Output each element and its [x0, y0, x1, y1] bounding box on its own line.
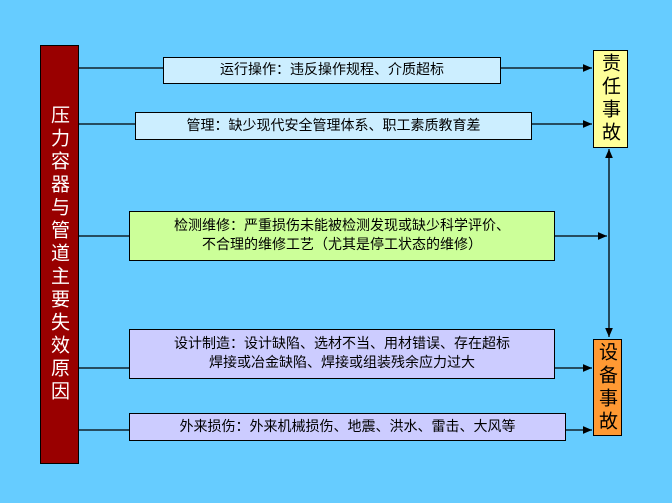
cause-external-text: 外来损伤：外来机械损伤、地震、洪水、雷击、大风等: [179, 418, 516, 435]
cause-inspection-line1: 检测维修：严重损伤未能被检测发现或缺少科学评价、: [174, 218, 510, 234]
root-cause-label: 压力容器与管道主要失效原因: [48, 105, 70, 404]
equipment-accident-label: 设备事故: [596, 341, 618, 434]
cause-management-text: 管理：缺少现代安全管理体系、职工素质教育差: [186, 117, 481, 134]
liability-accident-label: 责任事故: [599, 53, 621, 145]
cause-operation-text: 运行操作：违反操作规程、介质超标: [220, 62, 444, 78]
liability-accident-box: 责任事故: [593, 50, 628, 148]
cause-operation: 运行操作：违反操作规程、介质超标: [163, 57, 501, 84]
root-cause-box: 压力容器与管道主要失效原因: [40, 45, 79, 464]
cause-design: 设计制造：设计缺陷、选材不当、用材错误、存在超标 焊接或冶金缺陷、焊接或组装残余…: [129, 329, 555, 379]
cause-design-line1: 设计制造：设计缺陷、选材不当、用材错误、存在超标: [174, 336, 510, 352]
equipment-accident-box: 设备事故: [593, 339, 622, 436]
cause-inspection: 检测维修：严重损伤未能被检测发现或缺少科学评价、 不合理的维修工艺（尤其是停工状…: [129, 211, 555, 261]
cause-management: 管理：缺少现代安全管理体系、职工素质教育差: [135, 112, 532, 140]
cause-design-line2: 焊接或冶金缺陷、焊接或组装残余应力过大: [209, 355, 475, 371]
cause-external: 外来损伤：外来机械损伤、地震、洪水、雷击、大风等: [129, 413, 566, 441]
cause-inspection-line2: 不合理的维修工艺（尤其是停工状态的维修）: [202, 237, 482, 253]
